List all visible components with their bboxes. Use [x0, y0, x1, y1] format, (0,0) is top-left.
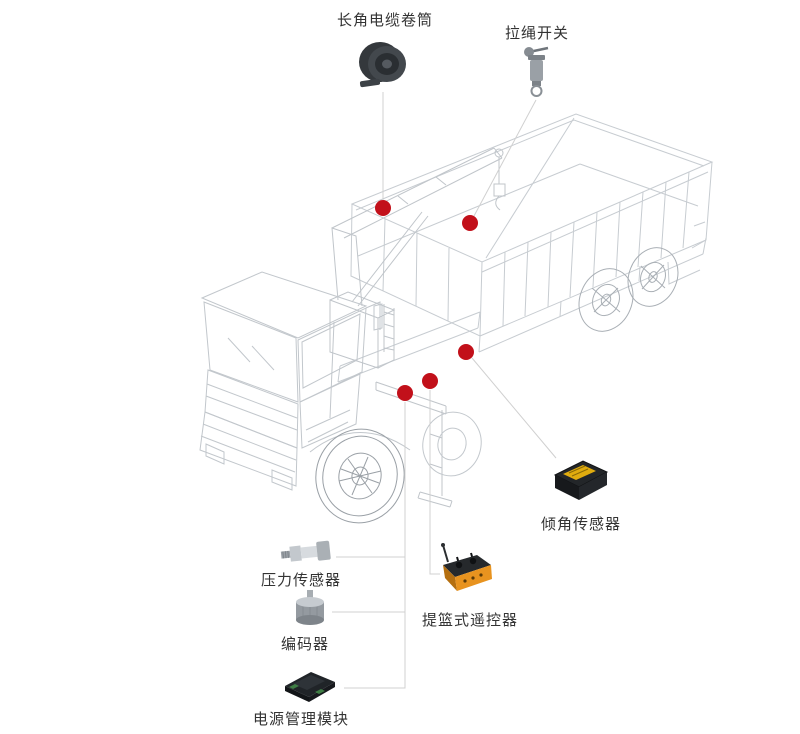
mount-dot-cable-reel	[375, 200, 391, 216]
leader-lines	[332, 92, 557, 689]
label-pressure-sensor: 压力传感器	[260, 572, 342, 589]
leader-pull-rope-switch	[473, 99, 537, 217]
label-encoder: 编码器	[280, 636, 330, 653]
cargo-bed-lines	[350, 113, 714, 337]
outrigger-lines	[375, 381, 453, 508]
label-pull-rope-switch: 拉绳开关	[504, 25, 570, 42]
cable-reel-image	[356, 36, 414, 90]
basket-remote-image	[435, 541, 497, 603]
cab-lines	[199, 271, 411, 491]
trailer-wheels	[578, 247, 679, 332]
label-tilt-sensor: 倾角传感器	[540, 516, 622, 533]
pressure-sensor-image	[279, 537, 333, 567]
pull-rope-switch-image	[517, 44, 555, 98]
tilt-sensor-image	[549, 455, 613, 505]
encoder-image	[291, 588, 329, 630]
chassis-lines	[337, 237, 707, 383]
mount-point-dots	[375, 200, 478, 401]
power-module-image	[281, 662, 339, 704]
label-power-module: 电源管理模块	[252, 711, 350, 728]
crane-lines	[329, 147, 506, 369]
mount-dot-basket-remote	[422, 373, 438, 389]
leader-basket-remote	[429, 390, 440, 575]
leader-tilt-sensor	[471, 357, 557, 459]
mount-dot-pull-rope-switch	[462, 215, 478, 231]
label-cable-reel: 长角电缆卷筒	[336, 12, 434, 29]
label-basket-remote: 提篮式遥控器	[421, 612, 519, 629]
leader-power-module	[344, 402, 406, 689]
front-wheels	[315, 411, 482, 524]
mount-dot-power-module	[397, 385, 413, 401]
mount-dot-tilt-sensor	[458, 344, 474, 360]
